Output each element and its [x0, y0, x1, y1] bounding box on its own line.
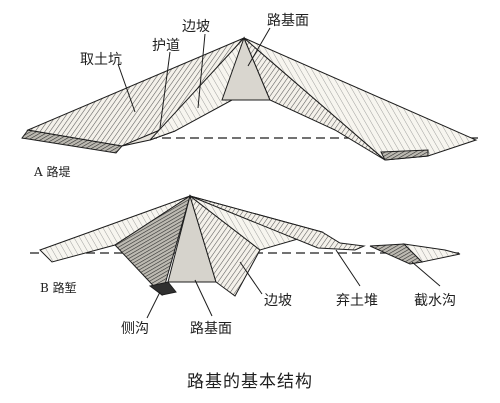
leader-roadbed-a — [247, 27, 271, 67]
ditch-right-bank — [402, 243, 461, 263]
embankment-diagram: 取土坑 护道 边坡 路基面 A 路堤 — [21, 12, 478, 179]
borrow-pit-right — [380, 149, 429, 161]
leader-spoil-bank — [335, 249, 361, 287]
spoil-bank — [189, 195, 366, 251]
callout-berm: 护道 — [152, 38, 180, 54]
cutting-diagram: B 路堑 侧沟 路基面 边坡 弃土堆 截水沟 — [30, 194, 462, 337]
callout-borrow-pit: 取土坑 — [80, 52, 122, 68]
callout-spoil-bank: 弃土堆 — [336, 293, 378, 309]
figure-caption: 路基的基本结构 — [187, 372, 313, 392]
side-ditch — [148, 281, 177, 296]
leader-roadbed-b — [194, 279, 213, 317]
callout-side-slope-a: 边坡 — [182, 19, 210, 35]
callout-roadbed-a: 路基面 — [267, 12, 309, 29]
leader-intercepting-ditch — [411, 261, 441, 287]
embankment-label: A 路堤 — [33, 164, 70, 179]
callout-side-ditch: 侧沟 — [121, 321, 149, 337]
leader-berm — [159, 51, 171, 129]
leader-side-slope — [197, 33, 206, 109]
callout-intercepting-ditch: 截水沟 — [414, 293, 456, 309]
left-cut-face — [114, 194, 191, 296]
cutting-label: B 路堑 — [40, 280, 77, 295]
leader-side-slope-b — [239, 261, 263, 295]
leader-side-ditch — [146, 291, 161, 319]
leader-borrow-pit — [117, 63, 136, 113]
callout-roadbed-b: 路基面 — [190, 320, 232, 337]
callout-side-slope-b: 边坡 — [264, 293, 292, 309]
